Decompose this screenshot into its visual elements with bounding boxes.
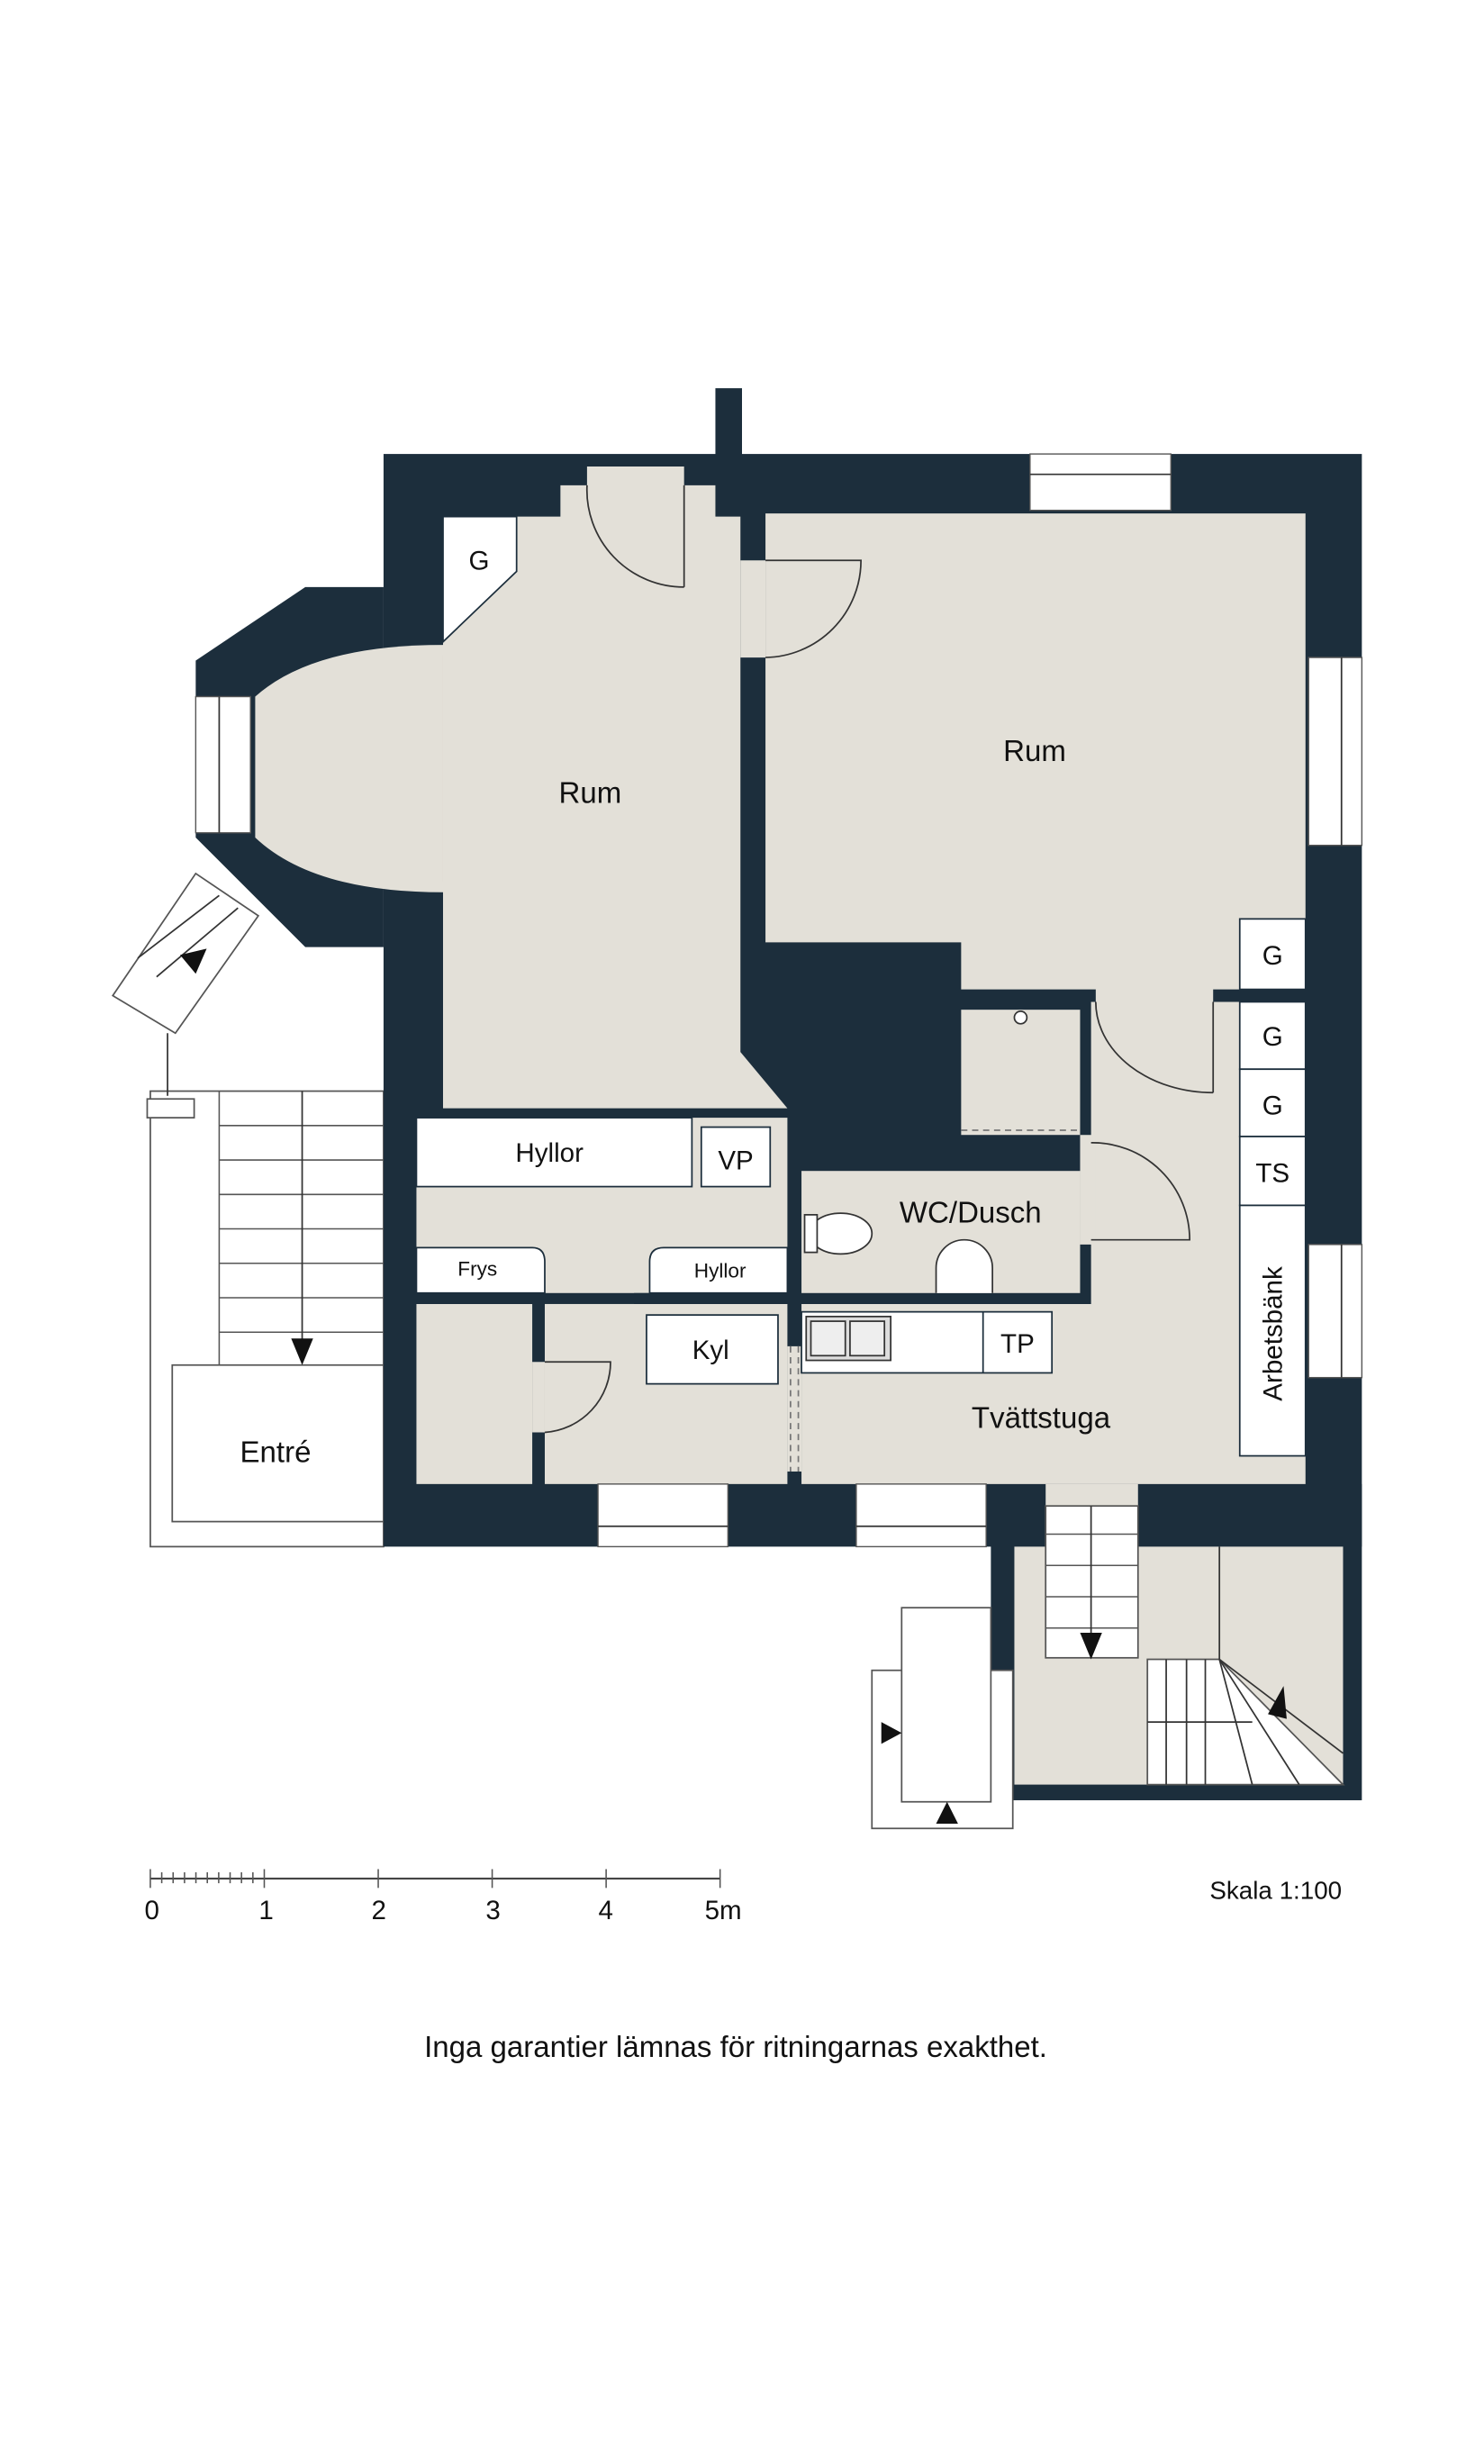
svg-text:G: G bbox=[1262, 1092, 1283, 1121]
room-label-wc: WC/Dusch bbox=[900, 1196, 1042, 1229]
room-label-rum-right: Rum bbox=[1003, 734, 1066, 767]
scale-tick-1: 1 bbox=[258, 1896, 273, 1925]
bay-stair bbox=[111, 872, 260, 1096]
arrow-up-icon bbox=[1268, 1686, 1287, 1719]
g-closet-top: G bbox=[442, 515, 518, 644]
basement-stair bbox=[1045, 1505, 1345, 1786]
arrow-down-icon bbox=[291, 1338, 313, 1365]
wc-fixtures bbox=[803, 1010, 1028, 1293]
arrow-icon bbox=[179, 948, 207, 974]
svg-text:Kyl: Kyl bbox=[692, 1336, 729, 1365]
windows bbox=[195, 453, 1363, 1548]
scale-tick-5: 5m bbox=[705, 1896, 742, 1925]
scale-tick-3: 3 bbox=[485, 1896, 500, 1925]
floors bbox=[255, 466, 1344, 1785]
scale-tick-0: 0 bbox=[144, 1896, 158, 1925]
storage-units-right: G G G TS Arbetsbänk bbox=[1238, 918, 1307, 1457]
doors[interactable] bbox=[544, 485, 1215, 1472]
room-label-entry: Entré bbox=[240, 1436, 312, 1469]
room-label-laundry: Tvättstuga bbox=[972, 1400, 1111, 1434]
svg-text:TS: TS bbox=[1255, 1158, 1289, 1188]
arrow-down-icon bbox=[1080, 1632, 1102, 1660]
svg-text:Arbetsbänk: Arbetsbänk bbox=[1259, 1266, 1289, 1401]
svg-text:G: G bbox=[468, 547, 489, 576]
room-label-rum-left: Rum bbox=[559, 776, 622, 810]
disclaimer: Inga garantier lämnas för ritningarnas e… bbox=[424, 2030, 1047, 2063]
scale-tick-2: 2 bbox=[372, 1896, 386, 1925]
scale-tick-4: 4 bbox=[599, 1896, 613, 1925]
svg-text:Hyllor: Hyllor bbox=[515, 1138, 584, 1168]
scale-bar: 0 1 2 3 4 5m bbox=[144, 1869, 742, 1925]
exterior-steps bbox=[871, 1607, 1014, 1830]
svg-text:TP: TP bbox=[1000, 1329, 1035, 1359]
storage-left: Hyllor VP Frys Hyllor Kyl bbox=[415, 1117, 789, 1385]
svg-text:VP: VP bbox=[718, 1146, 753, 1175]
arrow-up-icon bbox=[936, 1801, 958, 1825]
svg-text:Frys: Frys bbox=[457, 1258, 497, 1281]
scale-label: Skala 1:100 bbox=[1209, 1876, 1342, 1904]
svg-text:G: G bbox=[1262, 1022, 1283, 1052]
arrow-right-icon bbox=[881, 1722, 902, 1744]
laundry-counter: TP bbox=[801, 1310, 1054, 1374]
svg-text:G: G bbox=[1262, 941, 1283, 971]
svg-text:Hyllor: Hyllor bbox=[694, 1259, 747, 1282]
entry-stair bbox=[146, 1090, 385, 1548]
